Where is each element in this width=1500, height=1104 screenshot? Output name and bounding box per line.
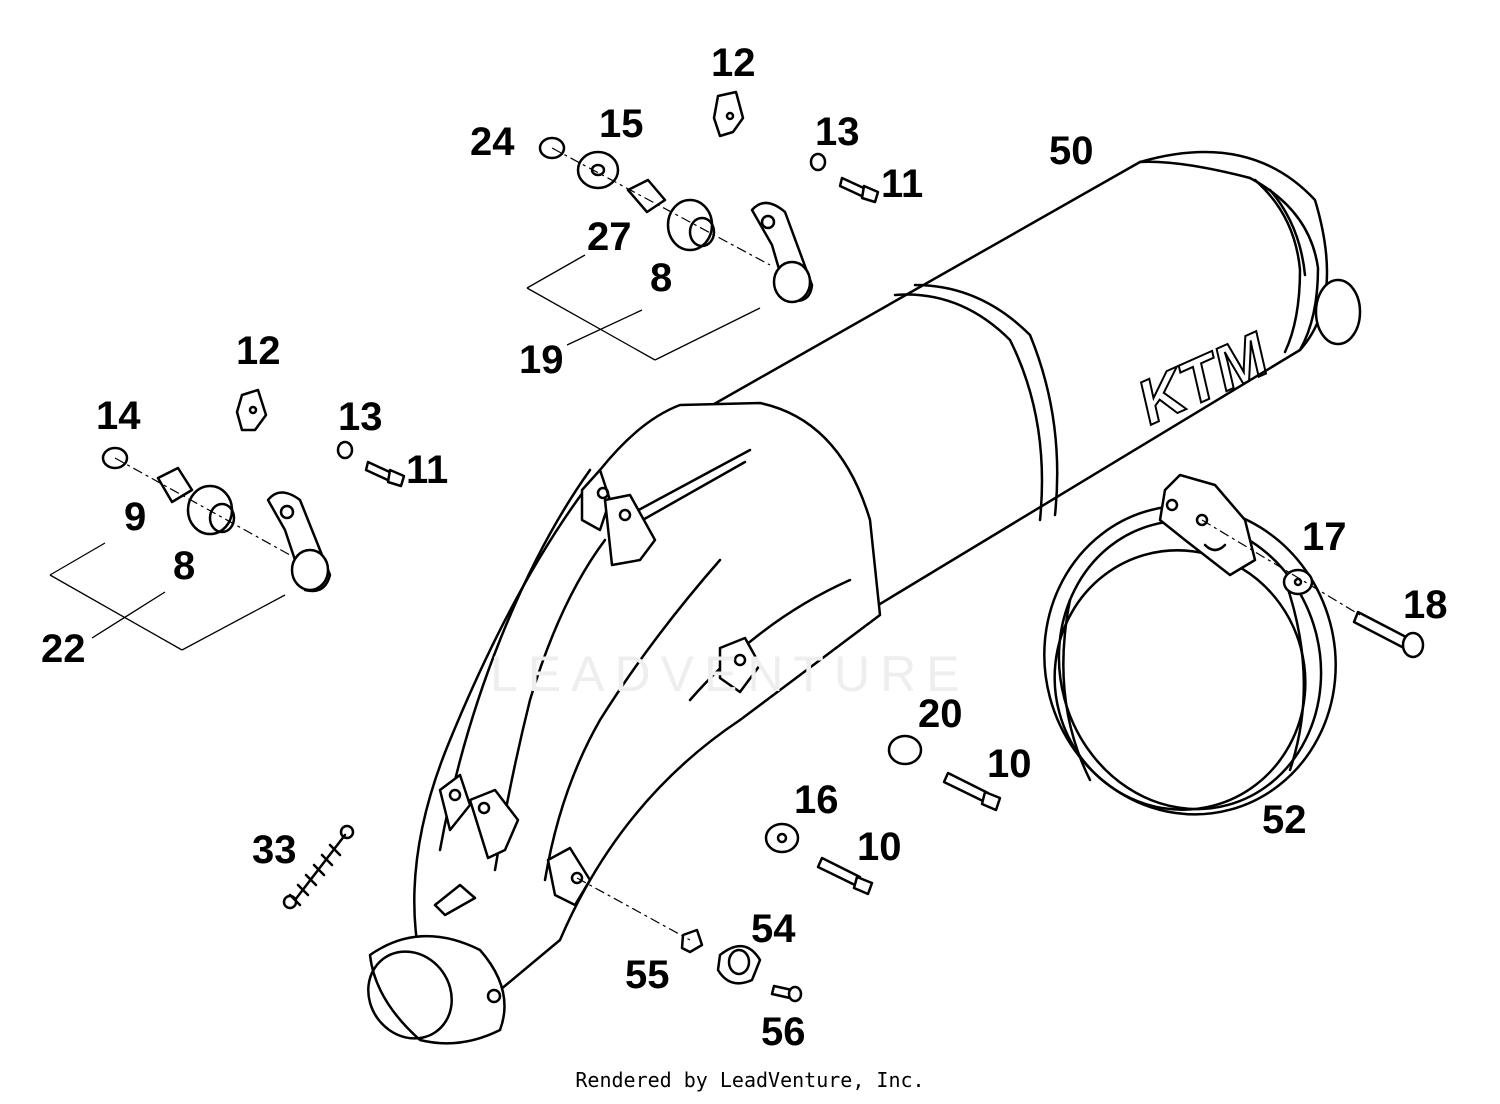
callout-17: 17 (1302, 515, 1347, 559)
callout-19: 19 (519, 338, 564, 382)
callout-15: 15 (599, 102, 644, 146)
callout-10-lower: 10 (857, 825, 902, 869)
callout-27: 27 (587, 215, 632, 259)
callout-54: 54 (751, 907, 796, 951)
callout-11-top: 11 (881, 162, 924, 206)
callout-16: 16 (794, 778, 839, 822)
left-mount-hardware (49, 388, 406, 651)
callout-18: 18 (1403, 583, 1448, 627)
callout-12-left: 12 (236, 329, 281, 373)
clamp-hardware (1201, 519, 1425, 659)
callout-20: 20 (918, 692, 963, 736)
clamp-band (1043, 473, 1337, 816)
callout-12-top: 12 (711, 41, 756, 85)
callout-33: 33 (252, 828, 297, 872)
callout-10-upper: 10 (987, 742, 1032, 786)
callout-13-top: 13 (815, 110, 860, 154)
callout-11-left: 11 (406, 448, 449, 492)
callout-14: 14 (96, 394, 141, 438)
callout-52: 52 (1262, 798, 1307, 842)
exhaust-header-body (367, 401, 882, 1045)
lower-hardware (282, 734, 1002, 1003)
callout-8-top: 8 (650, 256, 673, 300)
spring (282, 824, 355, 910)
callout-22: 22 (41, 627, 86, 671)
callout-8-left: 8 (173, 544, 196, 588)
callout-13-left: 13 (338, 395, 383, 439)
footer-credit: Rendered by LeadVenture, Inc. (575, 1068, 925, 1092)
callout-56: 56 (761, 1010, 806, 1054)
callout-55: 55 (625, 953, 670, 997)
top-mount-hardware (526, 90, 880, 361)
callout-50: 50 (1049, 129, 1094, 173)
callout-9: 9 (124, 495, 147, 539)
watermark: LEADVENTURE (490, 646, 970, 702)
callout-24: 24 (470, 120, 515, 164)
